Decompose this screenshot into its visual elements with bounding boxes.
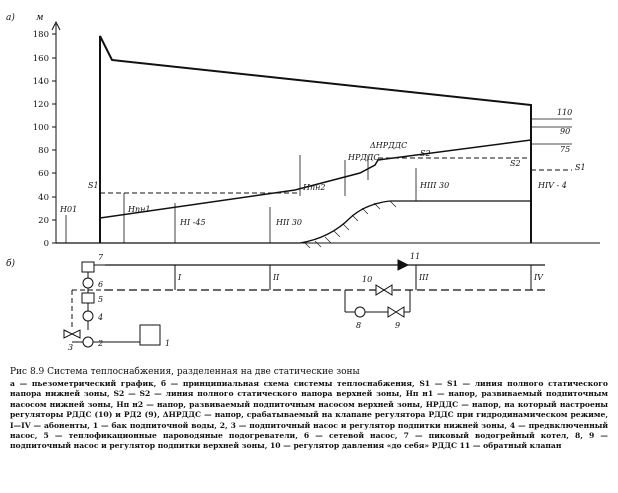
- label-11: 11: [410, 252, 420, 261]
- hrdds-label: НРДДС: [347, 153, 380, 162]
- s2-label: S2: [420, 149, 431, 158]
- figure-caption-title: Рис 8.9 Система теплоснабжения, разделен…: [10, 367, 360, 377]
- heater-5: [81, 292, 95, 304]
- y-tick-60: 60: [38, 169, 49, 179]
- hii-label: НII 30: [275, 218, 302, 227]
- regulator-3: [63, 329, 81, 339]
- y-tick-180: 180: [33, 30, 49, 40]
- pump-4: [82, 310, 94, 322]
- supply-pressure-line: [99, 35, 532, 243]
- label-9: 9: [395, 321, 400, 330]
- check-valve-11: [397, 259, 410, 271]
- label-8: 8: [356, 321, 361, 330]
- rdds-regulator-10: [375, 284, 393, 296]
- terrain-hatching: [304, 200, 397, 249]
- level-75-label: 75: [560, 145, 570, 154]
- s1-right-label: S1: [575, 163, 586, 172]
- return-pressure-line: [99, 139, 532, 219]
- hpn2-label: Нпн2: [302, 183, 326, 192]
- makeup-tank: [139, 324, 161, 346]
- pump-2: [82, 336, 94, 348]
- y-tick-100: 100: [33, 123, 49, 133]
- h01-label: Н01: [59, 205, 77, 214]
- regulator-9: [387, 306, 405, 318]
- y-tick-160: 160: [33, 54, 49, 64]
- subscriber-ii-label: II: [272, 273, 280, 282]
- y-tick-80: 80: [38, 146, 49, 156]
- label-2: 2: [97, 339, 103, 348]
- dhrdds-label: ΔНРДДС: [369, 141, 407, 150]
- subscriber-iii-label: III: [418, 273, 429, 282]
- y-tick-20: 20: [38, 216, 49, 226]
- label-3: 3: [68, 343, 73, 352]
- subscriber-iv-label: IV: [533, 273, 544, 282]
- pump-8: [354, 306, 366, 318]
- y-axis: [51, 20, 61, 244]
- s2-right-label: S2: [510, 159, 521, 168]
- hi-label: НI -45: [179, 218, 206, 227]
- figure-caption-body: а — пьезометрический график, б — принцип…: [10, 379, 608, 451]
- hiv-label: НIV - 4: [537, 181, 567, 190]
- y-unit-label: м: [36, 13, 43, 23]
- y-tick-40: 40: [38, 193, 49, 203]
- label-7: 7: [98, 253, 104, 262]
- label-1: 1: [165, 339, 170, 348]
- y-tick-140: 140: [33, 77, 49, 87]
- level-90-label: 90: [560, 127, 570, 136]
- y-tick-0: 0: [44, 239, 49, 249]
- s1-label: S1: [88, 181, 99, 190]
- label-6: 6: [98, 280, 103, 289]
- boiler-7: [81, 261, 95, 273]
- subscriber-i-label: I: [177, 273, 182, 282]
- y-tick-120: 120: [33, 100, 49, 110]
- panel-a-label: а): [6, 12, 15, 23]
- label-10: 10: [362, 275, 372, 284]
- label-4: 4: [97, 313, 103, 322]
- hiii-label: НIII 30: [419, 181, 449, 190]
- label-5: 5: [98, 295, 103, 304]
- hpn1-label: Нпн1: [127, 205, 151, 214]
- panel-b-label: б): [6, 258, 15, 269]
- level-110-label: 110: [557, 108, 572, 117]
- pump-6: [82, 277, 94, 289]
- terrain-profile: [56, 200, 531, 244]
